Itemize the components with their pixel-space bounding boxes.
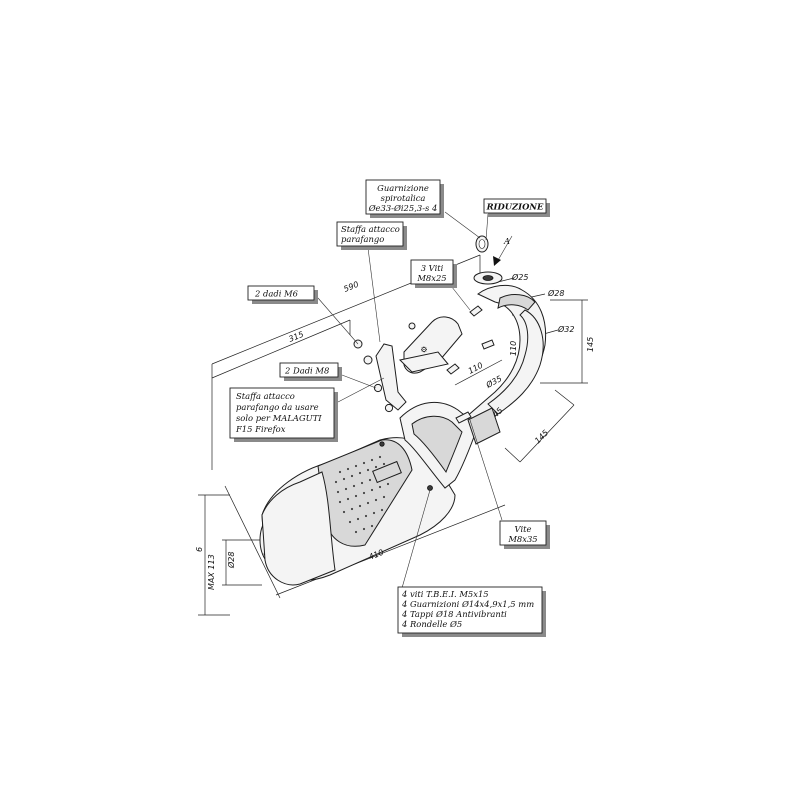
label-nuts-m8: 2 Dadi M8 <box>279 362 342 381</box>
reduction-label: RIDUZIONE <box>486 202 544 212</box>
dim-590: 590 <box>342 280 360 294</box>
arrow-a-letter: A <box>503 236 510 246</box>
label-screws-m8x25: 3 Viti M8x25 <box>410 259 457 288</box>
dim-dia32: Ø32 <box>557 324 574 334</box>
screw-m8x35-line1: Vite <box>515 524 532 534</box>
screws-m8x25-line1: 3 Viti <box>421 263 444 273</box>
dim-110-diagonal: 110 <box>467 361 485 376</box>
dim-dia28: Ø28 <box>547 288 564 298</box>
antivibration-grommet <box>427 485 433 491</box>
nut-m8-2 <box>384 403 394 413</box>
screws-m8x25-line2: M8x25 <box>416 273 446 283</box>
kit-line1: 4 viti T.B.E.I. M5x15 <box>401 589 489 599</box>
label-malaguti-bracket: Staffa attacco parafango da usare solo p… <box>229 387 338 442</box>
svg-text:⚙: ⚙ <box>418 344 430 355</box>
pipe-connection-collar <box>467 407 501 445</box>
fender-bracket-line1: Staffa attacco <box>341 224 400 234</box>
dim-145-diagonal: 145 <box>533 428 550 445</box>
gasket-spec: Øe33-Øi25,3-s 4 <box>368 203 438 213</box>
kit-line4: 4 Rondelle Ø5 <box>401 619 462 629</box>
bracket-bolt-top <box>408 322 416 330</box>
dim-tail-diameter: Ø28 <box>226 552 236 569</box>
gasket-title: Guarnizione <box>377 183 429 193</box>
gasket-subtitle: spirotalica <box>381 193 426 203</box>
nut-m6-2 <box>363 355 373 365</box>
malaguti-fender-bracket <box>375 343 407 411</box>
malaguti-line3: solo per MALAGUTI <box>236 413 322 423</box>
brand-plate <box>372 460 402 484</box>
exhaust-parts: ⚙ <box>259 235 547 586</box>
leader-lines <box>317 211 503 596</box>
kit-line3: 4 Tappi Ø18 Antivibranti <box>401 609 507 619</box>
label-reduction: RIDUZIONE <box>483 198 550 217</box>
screw-m8x35-line2: M8x35 <box>507 534 537 544</box>
silencer-rear <box>261 471 336 586</box>
label-nuts-m6: 2 dadi M6 <box>247 285 318 304</box>
screw-m8x35 <box>455 411 472 424</box>
label-hardware-kit: 4 viti T.B.E.I. M5x15 4 Guarnizioni Ø14x… <box>397 586 546 637</box>
header-pipe-bend <box>497 294 536 311</box>
pipe-heat-shield <box>487 309 544 415</box>
nuts-m6-label: 2 dadi M6 <box>254 289 299 299</box>
malaguti-line1: Staffa attacco <box>236 391 295 401</box>
screws-m8x25 <box>446 305 495 375</box>
label-spiral-gasket: Guarnizione spirotalica Øe33-Øi25,3-s 4 <box>365 179 444 218</box>
perforation-dots <box>334 455 390 534</box>
malaguti-line4: F15 Firefox <box>235 424 286 434</box>
kit-line2: 4 Guarnizioni Ø14x4,9x1,5 mm <box>401 599 534 609</box>
nuts-m8-label: 2 Dadi M8 <box>284 366 330 376</box>
malaguti-line2: parafango da usare <box>236 402 319 412</box>
label-fender-bracket: Staffa attacco parafango <box>336 221 407 250</box>
nut-m8-1 <box>373 383 383 393</box>
dim-max-113: MAX 113 <box>207 554 216 590</box>
label-screw-m8x35: Vite M8x35 <box>499 520 550 549</box>
dim-6: 6 <box>195 547 204 552</box>
dim-110-vertical: 110 <box>509 341 518 356</box>
arrow-a <box>493 235 513 266</box>
fender-bracket-line2: parafango <box>341 234 384 244</box>
dim-dia25: Ø25 <box>511 272 528 282</box>
dim-145-vertical: 145 <box>586 337 595 352</box>
